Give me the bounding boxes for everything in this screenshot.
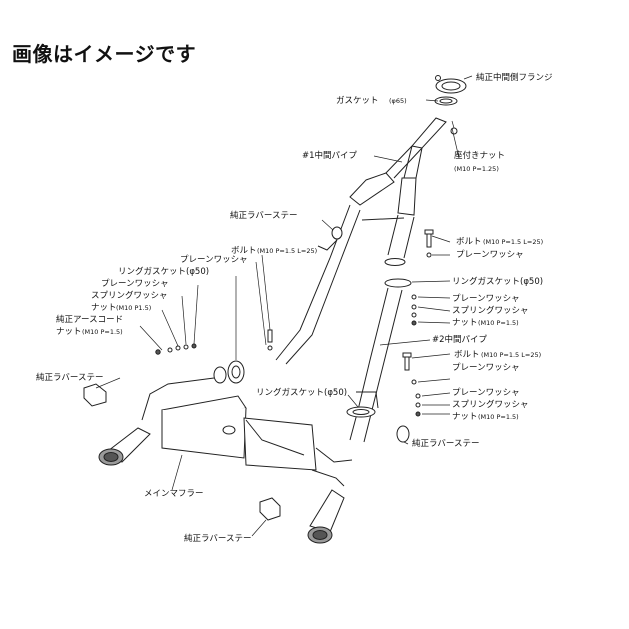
right-bolt-stack-2 [402,352,421,417]
seat-nut-part [450,120,458,135]
label-nut-right1-spec: (M10 P=1.5) [478,319,519,327]
main-muffler [141,377,353,487]
mid-pipe-2 [349,258,412,443]
label-nut-right2-spec: (M10 P=1.5) [478,413,519,421]
label-nut-left2-spec: (M10 P=1.5) [82,328,123,336]
label-gasket-spec: (φ65) [389,97,407,105]
oem-flange [435,75,467,94]
label-plain-washer-right4: プレーンワッシャ [452,388,520,398]
label-bolt-left-spec: (M10 P=1.5 L=25) [257,247,317,255]
label-bolt-left: ボルト [231,246,257,256]
label-rubber-stay-left: 純正ラバーステー [36,372,104,383]
label-rubber-stay-top: 純正ラバーステー [230,210,298,221]
rubber-stay-bottom-part [259,497,281,521]
left-bolt-stack [155,329,273,355]
label-nut-left: ナット [91,303,117,313]
label-bolt-right1: ボルト [456,237,482,247]
label-spring-washer-right1: スプリングワッシャ [452,305,529,316]
label-rubber-stay-bottom: 純正ラバーステー [184,533,252,544]
rubber-stay-left-part [83,383,107,407]
leader-lines [95,75,473,537]
label-nut-left2: ナット [56,327,82,337]
ring-gasket-left-part [213,360,245,384]
label-nut-right1: ナット [452,318,478,328]
label-main-muffler: メインマフラー [144,489,204,499]
label-plain-washer-right3: プレーンワッシャ [452,363,520,373]
label-nut-right2: ナット [452,412,478,422]
tailpipe-left [98,427,151,466]
label-rubber-stay-right: 純正ラバーステー [412,438,480,449]
label-bolt-right2: ボルト [454,350,480,360]
label-plain-washer-left2: プレーンワッシャ [101,279,169,289]
label-spring-washer-left: スプリングワッシャ [91,290,168,301]
label-ring-gasket-right: リングガスケット(φ50) [452,276,543,287]
rubber-stay-right-part [396,425,410,443]
label-mid-pipe-1: #1中間パイプ [302,150,358,161]
label-ring-gasket-center: リングガスケット(φ50) [256,387,347,398]
label-plain-washer-right2: プレーンワッシャ [452,294,520,304]
ring-gasket-center-part [346,406,376,418]
rubber-stay-top-part [317,226,343,251]
page-heading: 画像はイメージです [12,42,197,66]
label-nut-left-spec: (M10 P1.5) [116,304,151,312]
label-seat-nut: 座付きナット [454,150,505,161]
label-plain-washer-right1: プレーンワッシャ [456,250,524,260]
label-gasket: ガスケット [336,95,379,106]
label-mid-pipe-2: #2中間パイプ [432,334,488,345]
label-flange: 純正中間側フランジ [476,72,553,83]
label-seat-nut-spec: (M10 P=1.25) [454,165,499,173]
label-spring-washer-right2: スプリングワッシャ [452,399,529,410]
right-bolt-stack-1 [411,229,434,326]
label-plain-washer-left: プレーンワッシャ [180,255,248,265]
label-ring-gasket-left: リングガスケット(φ50) [118,266,209,277]
tailpipe-right [307,489,345,544]
gasket-part [434,96,458,106]
label-bolt-right1-spec: (M10 P=1.5 L=25) [483,238,543,246]
label-earth-cord: 純正アースコード [56,314,123,325]
label-bolt-right2-spec: (M10 P=1.5 L=25) [481,351,541,359]
